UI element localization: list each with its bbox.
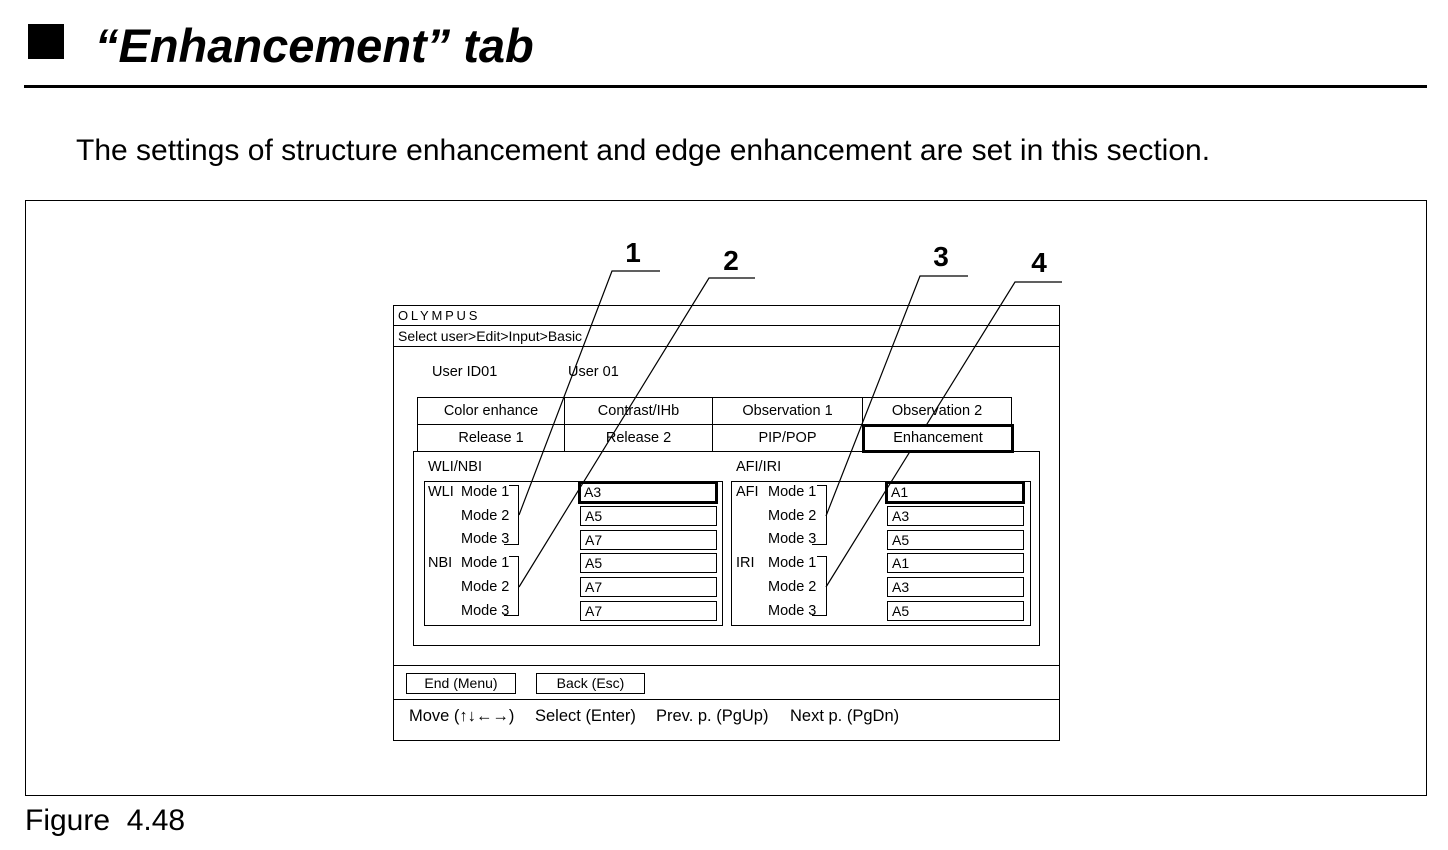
afi-mode3-field[interactable]: A5 — [887, 530, 1024, 550]
button-bar-divider — [394, 665, 1059, 666]
tab-observation-1[interactable]: Observation 1 — [712, 397, 863, 425]
tab-contrast-ihb[interactable]: Contrast/IHb — [564, 397, 713, 425]
afi-mode2-field[interactable]: A3 — [887, 506, 1024, 526]
intro-paragraph: The settings of structure enhancement an… — [76, 134, 1211, 167]
tab-enhancement[interactable]: Enhancement — [862, 424, 1014, 453]
wli-nbi-section-title: WLI/NBI — [428, 459, 482, 475]
nbi-mode3-label: Mode 3 — [461, 603, 510, 619]
wli-group-label: WLI — [428, 484, 454, 500]
iri-mode1-label: Mode 1 — [768, 555, 817, 571]
figure-caption: Figure 4.48 — [25, 804, 186, 837]
iri-mode2-label: Mode 2 — [768, 579, 817, 595]
nbi-mode1-field[interactable]: A5 — [580, 553, 717, 573]
iri-group-label: IRI — [736, 555, 755, 571]
nbi-mode3-field[interactable]: A7 — [580, 601, 717, 621]
tab-release-2[interactable]: Release 2 — [564, 424, 713, 452]
wli-mode2-label: Mode 2 — [461, 508, 510, 524]
tab-release-1[interactable]: Release 1 — [417, 424, 565, 452]
section-heading: “Enhancement” tab — [95, 19, 534, 72]
afi-iri-group: AFI Mode 1 A1 Mode 2 A3 Mode 3 A5 IRI Mo… — [731, 481, 1031, 626]
figure-frame: OLYMPUS Select user>Edit>Input>Basic Use… — [25, 200, 1427, 796]
afi-mode3-label: Mode 3 — [768, 531, 817, 547]
afi-mode1-label: Mode 1 — [768, 484, 817, 500]
breadcrumb-text: Select user>Edit>Input>Basic — [398, 328, 583, 344]
user-name-label: User 01 — [568, 364, 619, 380]
wli-mode3-label: Mode 3 — [461, 531, 510, 547]
wli-nbi-group: WLI Mode 1 A3 Mode 2 A5 Mode 3 A7 NBI Mo… — [424, 481, 723, 626]
hint-prev-page: Prev. p. (PgUp) — [656, 707, 769, 725]
iri-mode2-field[interactable]: A3 — [887, 577, 1024, 597]
wli-mode3-field[interactable]: A7 — [580, 530, 717, 550]
iri-mode1-field[interactable]: A1 — [887, 553, 1024, 573]
nbi-mode2-label: Mode 2 — [461, 579, 510, 595]
enhancement-settings-screen: OLYMPUS Select user>Edit>Input>Basic Use… — [393, 305, 1060, 741]
wli-mode1-label: Mode 1 — [461, 484, 510, 500]
user-id-label: User ID01 — [432, 364, 498, 380]
afi-mode2-label: Mode 2 — [768, 508, 817, 524]
heading-rule — [24, 85, 1427, 88]
breadcrumb: Select user>Edit>Input>Basic — [394, 326, 1059, 347]
hint-move: Move (↑↓←→) — [409, 707, 515, 725]
iri-mode3-field[interactable]: A5 — [887, 601, 1024, 621]
tab-pip-pop[interactable]: PIP/POP — [712, 424, 863, 452]
afi-mode1-field[interactable]: A1 — [885, 481, 1025, 504]
nbi-mode2-field[interactable]: A7 — [580, 577, 717, 597]
afi-iri-section-title: AFI/IRI — [736, 459, 782, 475]
hint-bar-divider — [394, 699, 1059, 700]
hint-next-page: Next p. (PgDn) — [790, 707, 900, 725]
back-esc-button[interactable]: Back (Esc) — [536, 673, 645, 694]
nbi-mode1-label: Mode 1 — [461, 555, 510, 571]
tab-observation-2[interactable]: Observation 2 — [862, 397, 1012, 425]
wli-mode1-field[interactable]: A3 — [578, 481, 718, 504]
hint-select: Select (Enter) — [535, 707, 636, 725]
end-menu-button[interactable]: End (Menu) — [406, 673, 516, 694]
afi-group-label: AFI — [736, 484, 759, 500]
brand-label: OLYMPUS — [398, 308, 481, 323]
wli-mode2-field[interactable]: A5 — [580, 506, 717, 526]
brand-bar: OLYMPUS — [394, 306, 1059, 326]
nbi-group-label: NBI — [428, 555, 453, 571]
iri-mode3-label: Mode 3 — [768, 603, 817, 619]
section-bullet-square — [28, 24, 64, 59]
tab-color-enhance[interactable]: Color enhance — [417, 397, 565, 425]
enhancement-panel: WLI/NBI AFI/IRI WLI Mode 1 A3 Mode 2 A5 … — [413, 451, 1040, 646]
